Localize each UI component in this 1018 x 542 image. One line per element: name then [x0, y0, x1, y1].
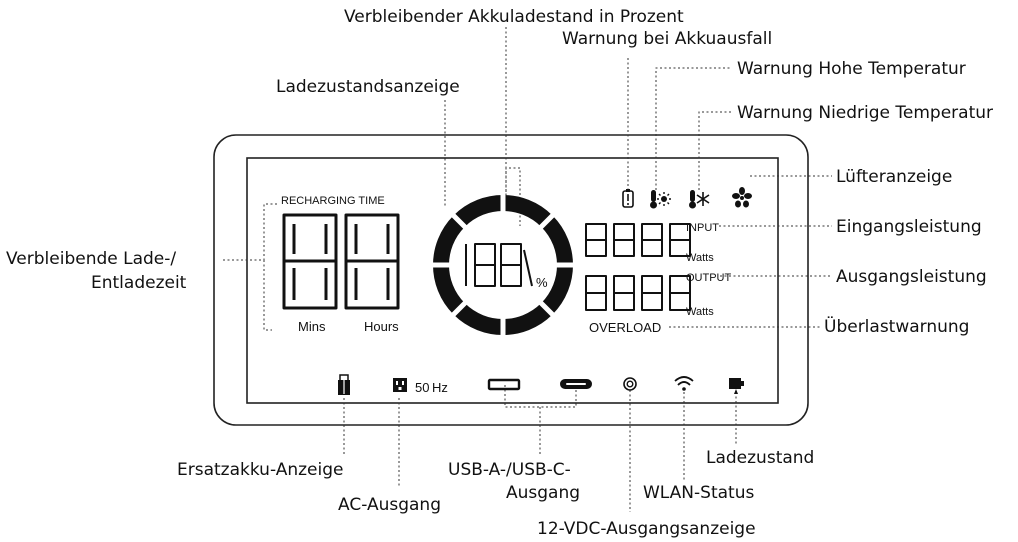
input-digits [585, 223, 691, 257]
spare-battery-icon [338, 374, 350, 395]
label-charge-state: Ladezustand [706, 448, 814, 468]
mins-text: Mins [298, 319, 326, 334]
recharging-time-text: RECHARGING TIME [281, 195, 385, 207]
usb-a-icon [487, 378, 521, 391]
charging-icon [729, 378, 744, 394]
low-temp-icon [689, 190, 710, 209]
hours-text: Hours [364, 319, 399, 334]
display-screen [246, 157, 779, 404]
output-text: OUTPUT [686, 272, 732, 284]
label-usb-1: USB-A-/USB-C- [448, 460, 571, 480]
label-spare-battery: Ersatzakku-Anzeige [177, 460, 343, 480]
percent-sign: % [536, 275, 548, 290]
label-dc-output: 12-VDC-Ausgangsanzeige [537, 519, 756, 539]
label-overload-warning: Überlastwarnung [824, 315, 969, 337]
charge-ring [428, 190, 578, 340]
ac-outlet-icon [393, 378, 407, 392]
output-digits [585, 275, 691, 311]
watts-text-1: Watts [686, 252, 714, 264]
label-input-power: Eingangsleistung [836, 217, 982, 237]
label-fan: Lüfteranzeige [836, 167, 952, 187]
battery-warning-icon [622, 189, 634, 208]
label-remaining-time-1: Verbleibende Lade-/ [6, 249, 176, 269]
watts-text-2: Watts [686, 306, 714, 318]
time-digits [282, 213, 400, 310]
label-remaining-time-2: Entladezeit [91, 273, 187, 293]
label-charge-indicator: Ladezustandsanzeige [276, 77, 460, 97]
ac-frequency-value: 50 [415, 380, 429, 395]
label-output-power: Ausgangsleistung [836, 267, 987, 287]
input-text: INPUT [686, 222, 719, 234]
wifi-icon [674, 376, 694, 391]
label-battery-failure: Warnung bei Akkuausfall [562, 29, 772, 49]
leader-lines [223, 27, 832, 512]
label-usb-2: Ausgang [506, 483, 580, 503]
label-ac-output: AC-Ausgang [338, 495, 441, 515]
overload-text: OVERLOAD [589, 320, 661, 335]
hz-text: Hz [432, 380, 448, 395]
percent-digits [465, 243, 533, 287]
label-low-temp: Warnung Niedrige Temperatur [737, 103, 993, 123]
high-temp-icon [650, 190, 671, 209]
display-frame [213, 134, 809, 426]
dc-output-icon [623, 377, 637, 391]
label-wifi: WLAN-Status [643, 483, 754, 503]
label-high-temp: Warnung Hohe Temperatur [737, 59, 966, 79]
label-remaining-percent: Verbleibender Akkuladestand in Prozent [344, 7, 684, 27]
usb-c-icon [560, 379, 592, 389]
fan-icon [732, 187, 752, 208]
